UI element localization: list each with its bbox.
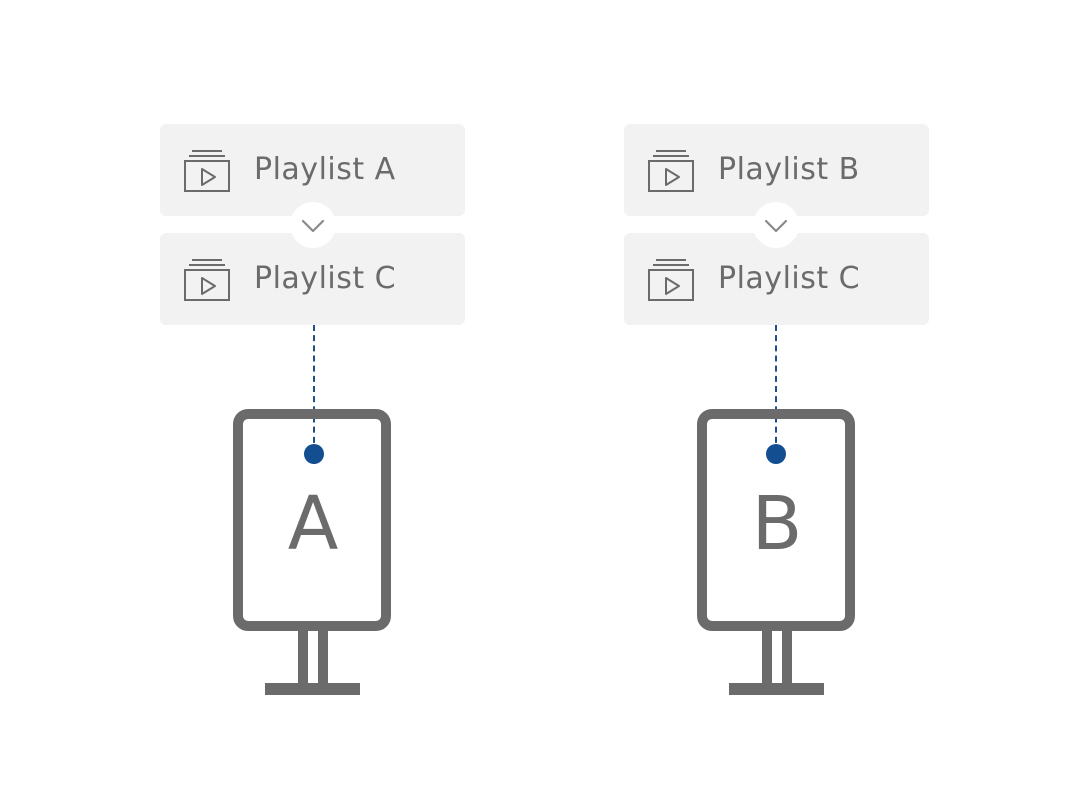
playlist-card[interactable]: Playlist A (160, 124, 465, 216)
playlist-icon (648, 150, 694, 192)
playlist-label: Playlist C (254, 261, 397, 296)
connector-line (313, 325, 315, 453)
playlist-card[interactable]: Playlist C (624, 233, 929, 325)
connection-dot (304, 444, 324, 464)
display-letter: B (751, 481, 803, 567)
playlist-icon (648, 259, 694, 301)
playlist-card[interactable]: Playlist C (160, 233, 465, 325)
playlist-card[interactable]: Playlist B (624, 124, 929, 216)
connection-dot (766, 444, 786, 464)
display-kiosk-icon (697, 409, 855, 695)
display-kiosk-icon (233, 409, 391, 695)
display-letter: A (287, 481, 339, 567)
playlist-icon (184, 150, 230, 192)
playlist-icon (184, 259, 230, 301)
playlist-label: Playlist A (254, 152, 396, 187)
chevron-down-icon[interactable] (290, 202, 336, 248)
playlist-label: Playlist B (718, 152, 860, 187)
playlist-label: Playlist C (718, 261, 861, 296)
connector-line (775, 325, 777, 453)
chevron-down-icon[interactable] (753, 202, 799, 248)
